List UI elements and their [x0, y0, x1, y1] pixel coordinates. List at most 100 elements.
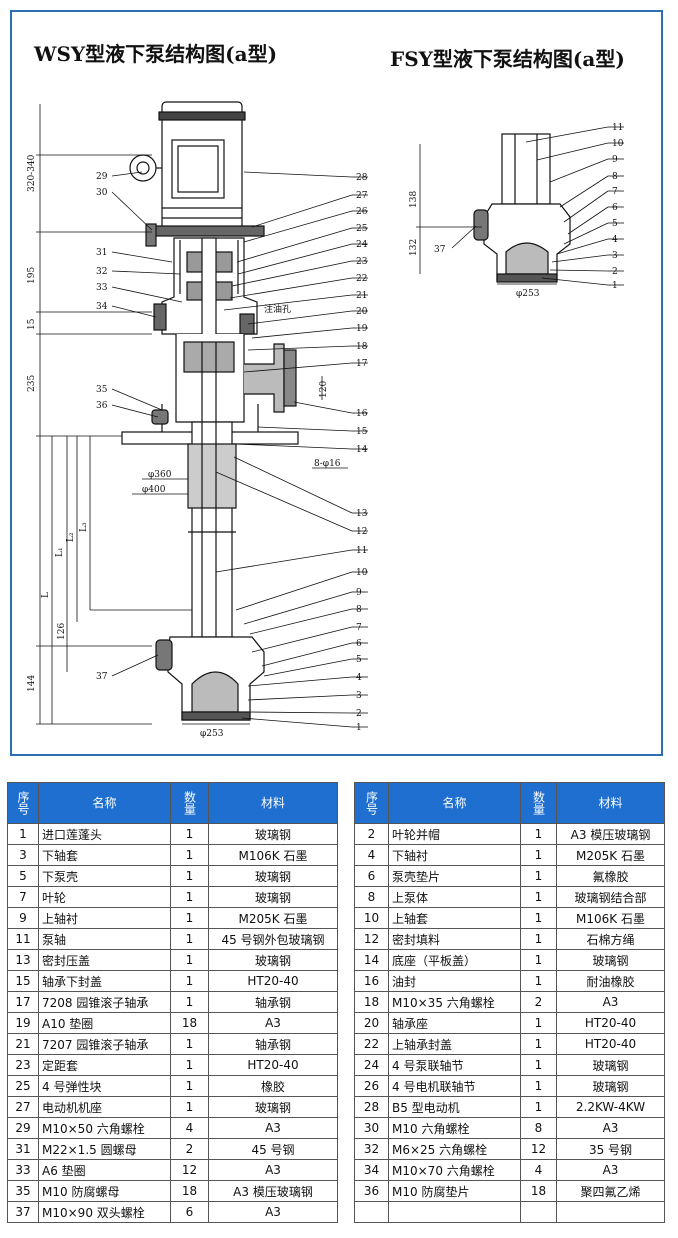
cell-qty: 1 — [170, 886, 209, 908]
cell-no: 29 — [7, 1117, 39, 1139]
cell-no: 27 — [7, 1096, 39, 1118]
cell-no — [354, 1201, 389, 1223]
header-name: 名称 — [38, 782, 171, 824]
part-number-label: 32 — [96, 267, 107, 277]
cell-material: A3 — [208, 1117, 338, 1139]
cell-material: 轴承钢 — [208, 1033, 338, 1055]
cell-no: 15 — [7, 970, 39, 992]
cell-qty: 1 — [520, 949, 557, 971]
cell-material: 2.2KW-4KW — [556, 1096, 665, 1118]
dimension-label: φ400 — [142, 485, 166, 495]
cell-name: 上轴套 — [388, 907, 521, 929]
cell-name: 4 号泵联轴节 — [388, 1054, 521, 1076]
cell-name: 电动机机座 — [38, 1096, 171, 1118]
dimension-label: 235 — [27, 375, 37, 392]
cell-qty: 1 — [520, 865, 557, 887]
cell-qty: 1 — [170, 991, 209, 1013]
cell-material: 45 号钢 — [208, 1138, 338, 1160]
cell-name: M6×25 六角螺栓 — [388, 1138, 521, 1160]
cell-no: 9 — [7, 907, 39, 929]
part-number-label: 20 — [356, 307, 368, 317]
dimension-label: L₃ — [79, 522, 89, 532]
cell-material: HT20-40 — [208, 1054, 338, 1076]
header-qty: 数量 — [520, 782, 557, 824]
header-name: 名称 — [388, 782, 521, 824]
cell-no: 24 — [354, 1054, 389, 1076]
part-number-label: 3 — [612, 251, 618, 261]
cell-qty: 18 — [520, 1180, 557, 1202]
part-number-label: 23 — [356, 257, 368, 267]
cell-name: 定距套 — [38, 1054, 171, 1076]
cell-name: 上轴衬 — [38, 907, 171, 929]
cell-material: 石棉方绳 — [556, 928, 665, 950]
part-number-label: 29 — [96, 172, 108, 182]
part-number-label: 5 — [356, 655, 362, 665]
part-number-label: 9 — [356, 588, 362, 598]
part-number-label: 4 — [612, 235, 618, 245]
cell-no: 33 — [7, 1159, 39, 1181]
part-number-label: 21 — [356, 291, 367, 301]
cell-no: 4 — [354, 844, 389, 866]
cell-name: M10 防腐螺母 — [38, 1180, 171, 1202]
part-number-label: 22 — [356, 274, 367, 284]
cell-qty: 4 — [170, 1117, 209, 1139]
part-number-label: 6 — [356, 639, 362, 649]
cell-qty: 12 — [170, 1159, 209, 1181]
cell-no: 26 — [354, 1075, 389, 1097]
cell-material: 玻璃钢 — [208, 886, 338, 908]
cell-material: 45 号钢外包玻璃钢 — [208, 928, 338, 950]
cell-no: 25 — [7, 1075, 39, 1097]
cell-qty: 1 — [170, 1075, 209, 1097]
cell-material: A3 — [208, 1159, 338, 1181]
cell-qty: 1 — [520, 844, 557, 866]
dimension-label: 132 — [409, 239, 419, 256]
dimension-label: 138 — [409, 191, 419, 208]
cell-no: 5 — [7, 865, 39, 887]
cell-name: 轴承下封盖 — [38, 970, 171, 992]
header-qty: 数量 — [170, 782, 209, 824]
cell-material: A3 模压玻璃钢 — [208, 1180, 338, 1202]
cell-no: 34 — [354, 1159, 389, 1181]
part-number-label: 37 — [434, 245, 446, 255]
part-number-label: 24 — [356, 240, 368, 250]
cell-material: HT20-40 — [556, 1012, 665, 1034]
cell-qty: 8 — [520, 1117, 557, 1139]
cell-name: 叶轮 — [38, 886, 171, 908]
cell-qty: 1 — [170, 865, 209, 887]
cell-material: A3 — [556, 991, 665, 1013]
part-number-label: 31 — [96, 248, 107, 258]
cell-qty: 1 — [520, 823, 557, 845]
cell-name: M10×70 六角螺栓 — [388, 1159, 521, 1181]
cell-material — [556, 1201, 665, 1223]
dimension-label: L₁ — [55, 547, 65, 557]
cell-material: A3 — [556, 1159, 665, 1181]
cell-qty: 1 — [170, 823, 209, 845]
part-number-label: 34 — [96, 302, 108, 312]
cell-qty: 1 — [520, 1012, 557, 1034]
cell-name: 油封 — [388, 970, 521, 992]
part-number-label: 35 — [96, 385, 108, 395]
wsy-pump-body — [121, 101, 299, 721]
dimension-label: L — [41, 592, 51, 598]
header-material: 材料 — [556, 782, 665, 824]
cell-no: 35 — [7, 1180, 39, 1202]
cell-name: A10 垫圈 — [38, 1012, 171, 1034]
part-number-label: 13 — [356, 509, 368, 519]
cell-qty: 1 — [520, 970, 557, 992]
cell-material: 玻璃钢 — [556, 1054, 665, 1076]
cell-material: 玻璃钢 — [208, 1096, 338, 1118]
cell-name: M10×50 六角螺栓 — [38, 1117, 171, 1139]
cell-no: 32 — [354, 1138, 389, 1160]
